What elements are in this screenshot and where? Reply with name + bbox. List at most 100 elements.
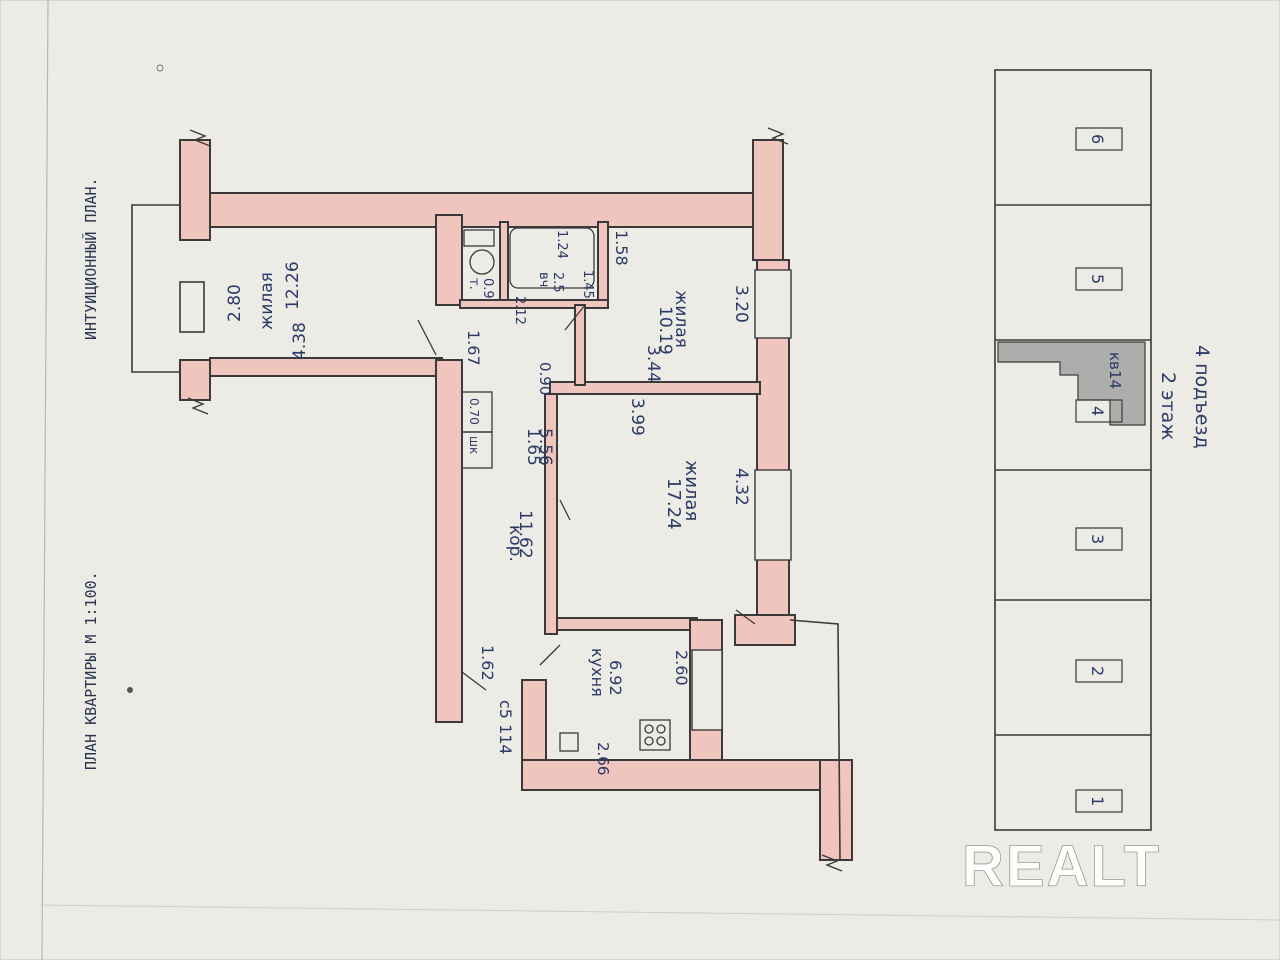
bath-area: 2.5 <box>550 272 565 293</box>
storage-area: 0.70 <box>467 398 481 425</box>
wc-name: т. <box>466 278 481 290</box>
wall-left-top <box>179 139 211 241</box>
door-loggia <box>735 609 756 625</box>
living-a-name: жилая <box>257 272 277 330</box>
living-b-length: 3.44 <box>643 345 663 383</box>
bathtub-icon <box>509 227 595 289</box>
realt-watermark: REALT <box>962 834 1161 899</box>
burner-2 <box>656 724 666 734</box>
wall-livinga-bottom <box>209 357 443 377</box>
corridor-width-b: 1.67 <box>464 330 483 366</box>
wall-corridor-top <box>435 214 463 306</box>
plan-subtitle: ИНТУИЦИОННЫЙ ПЛАН. <box>81 177 100 340</box>
speck-1 <box>127 687 133 693</box>
corridor-name: кор. <box>505 525 525 562</box>
door-living-c <box>559 499 571 521</box>
corridor-width-a: 1.62 <box>478 645 497 681</box>
living-a-area: 12.26 <box>283 261 303 310</box>
corridor-length-b: 5.56 <box>535 428 555 466</box>
stove-icon <box>639 719 671 751</box>
door-entrance <box>461 671 487 691</box>
building-strip <box>994 69 1152 831</box>
living-b-name: жилая <box>671 290 691 348</box>
toilet-icon <box>469 249 495 275</box>
corridor-area: 11.62 <box>515 510 535 559</box>
wall-top <box>179 192 781 228</box>
margin-line <box>41 0 49 960</box>
kitchen-area: 6.92 <box>606 660 625 696</box>
bath-dim-c: 2.12 <box>512 296 527 325</box>
burner-1 <box>644 724 654 734</box>
balcony-door <box>179 281 205 333</box>
floor-label: 2 этаж <box>1157 372 1179 440</box>
windows <box>691 269 792 731</box>
window-kitchen <box>691 649 723 731</box>
wall-right-upper <box>752 139 784 261</box>
wall-livingc-left <box>544 393 558 635</box>
burner-3 <box>644 736 654 746</box>
break-mark-3 <box>187 397 209 415</box>
bottom-fold <box>39 904 1280 921</box>
wall-livingb-left <box>574 304 586 386</box>
wall-kitchen-top <box>556 617 698 631</box>
cell-2: 2 <box>1088 666 1107 676</box>
break-marks <box>187 127 843 872</box>
living-c-name: жилая <box>681 460 702 521</box>
kitchen-length: 2.66 <box>594 742 612 775</box>
living-c-length: 3.99 <box>627 398 647 436</box>
speck-2 <box>156 64 164 72</box>
wall-livingc-top <box>549 381 761 395</box>
door-living-b <box>564 304 586 331</box>
stair-marker-4 <box>1075 399 1123 423</box>
loggia-frame <box>789 619 841 861</box>
cell-3: 3 <box>1088 534 1107 544</box>
kitchen-width: 2.60 <box>672 650 691 686</box>
stair-marker-3 <box>1075 527 1123 551</box>
living-a-length: 4.38 <box>290 322 310 360</box>
wall-bath-bottom <box>459 299 609 309</box>
balcony-frame <box>131 204 180 373</box>
wall-left-bottom <box>179 359 211 401</box>
wc-area: 0.9 <box>480 278 495 299</box>
living-b-width: 3.20 <box>731 285 751 323</box>
living-c-area: 17.24 <box>663 478 684 530</box>
window-1 <box>754 269 792 339</box>
doors <box>417 304 756 691</box>
living-a-width: 2.80 <box>225 284 245 322</box>
corridor-length: 1.65 <box>523 428 543 466</box>
flat-label: кв14 <box>1106 352 1124 389</box>
storage-name: шк <box>467 436 481 454</box>
balcony <box>131 204 205 373</box>
living-b-area: 10.19 <box>655 306 675 355</box>
cistern-icon <box>463 229 495 247</box>
cell-5: 5 <box>1088 274 1107 284</box>
wall-bath-left <box>499 221 509 303</box>
wall-bath-right <box>597 221 609 307</box>
wall-bottom-stub <box>819 759 853 861</box>
door-kitchen <box>539 644 561 666</box>
door-living-a <box>417 319 437 356</box>
entrance-label: 4 подъезд <box>1191 345 1213 449</box>
cell-4: 4 <box>1088 406 1107 416</box>
cell-1: 1 <box>1088 796 1107 806</box>
stair-marker-5 <box>1075 267 1123 291</box>
plan-title: ПЛАН КВАРТИРЫ М 1:100. <box>82 571 100 770</box>
cell-6: 6 <box>1088 134 1107 144</box>
passage-dim: 0.90 <box>536 362 554 395</box>
wall-corridor-left <box>435 359 463 723</box>
window-2 <box>754 469 792 561</box>
burner-4 <box>656 736 666 746</box>
wall-right-lower <box>734 614 796 646</box>
break-mark-1 <box>189 129 211 147</box>
strip-frame <box>994 69 1152 831</box>
door-gap-dim: 1.58 <box>612 230 631 266</box>
sink-icon <box>559 732 579 752</box>
bath-dim-b: 1.45 <box>580 270 595 299</box>
stair-marker-6 <box>1075 127 1123 151</box>
break-mark-4 <box>821 854 843 872</box>
kitchen-name: кухня <box>588 648 607 697</box>
living-c-width: 4.32 <box>731 468 751 506</box>
